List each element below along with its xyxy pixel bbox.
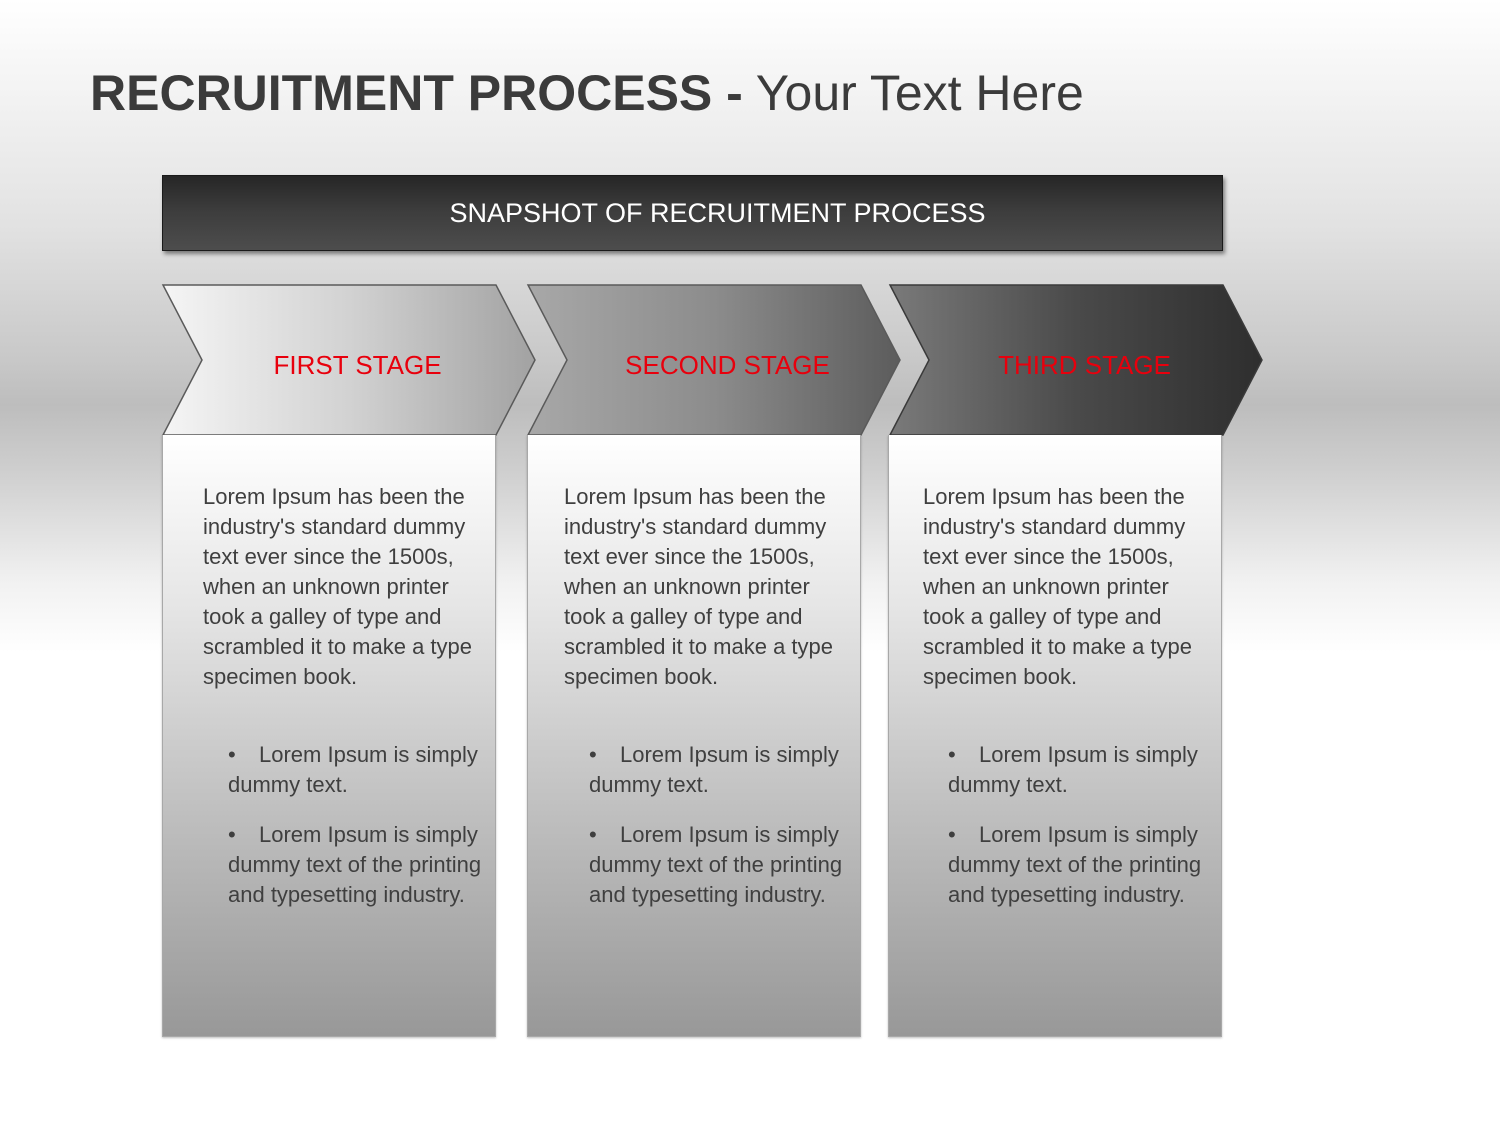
- bullet-list: •Lorem Ipsum is simply dummy text. •Lore…: [589, 740, 844, 930]
- bullet-dot-icon: •: [589, 742, 597, 767]
- bullet-item: •Lorem Ipsum is simply dummy text of the…: [589, 820, 844, 910]
- bullet-text: Lorem Ipsum is simply dummy text of the …: [228, 822, 482, 907]
- chevron-third-stage: [888, 284, 1263, 436]
- bullet-item: •Lorem Ipsum is simply dummy text of the…: [228, 820, 483, 910]
- bullet-item: •Lorem Ipsum is simply dummy text of the…: [948, 820, 1203, 910]
- stage-description: Lorem Ipsum has been the industry's stan…: [923, 484, 1193, 689]
- bullet-dot-icon: •: [589, 822, 597, 847]
- process-banner: SNAPSHOT OF RECRUITMENT PROCESS: [162, 175, 1223, 251]
- bullet-item: •Lorem Ipsum is simply dummy text.: [589, 740, 844, 800]
- stage-description: Lorem Ipsum has been the industry's stan…: [564, 484, 834, 689]
- stage-panel-first: Lorem Ipsum has been the industry's stan…: [162, 435, 496, 1037]
- banner-text: SNAPSHOT OF RECRUITMENT PROCESS: [449, 197, 986, 228]
- bullet-text: Lorem Ipsum is simply dummy text.: [948, 742, 1198, 797]
- bullet-list: •Lorem Ipsum is simply dummy text. •Lore…: [228, 740, 483, 930]
- bullet-list: •Lorem Ipsum is simply dummy text. •Lore…: [948, 740, 1203, 930]
- title-subtitle-part: Your Text Here: [742, 65, 1084, 121]
- page-title: RECRUITMENT PROCESS - Your Text Here: [90, 62, 1084, 124]
- stage-label-first: FIRST STAGE: [273, 349, 442, 380]
- bullet-dot-icon: •: [228, 742, 236, 767]
- title-bold-part: RECRUITMENT PROCESS -: [90, 65, 743, 121]
- bullet-dot-icon: •: [948, 822, 956, 847]
- bullet-dot-icon: •: [948, 742, 956, 767]
- bullet-text: Lorem Ipsum is simply dummy text.: [589, 742, 839, 797]
- bullet-text: Lorem Ipsum is simply dummy text of the …: [948, 822, 1202, 907]
- stage-description: Lorem Ipsum has been the industry's stan…: [203, 484, 473, 689]
- chevron-first-stage: [161, 284, 536, 436]
- bullet-item: •Lorem Ipsum is simply dummy text.: [228, 740, 483, 800]
- bullet-dot-icon: •: [228, 822, 236, 847]
- stage-label-third: THIRD STAGE: [998, 349, 1171, 380]
- bullet-item: •Lorem Ipsum is simply dummy text.: [948, 740, 1203, 800]
- bullet-text: Lorem Ipsum is simply dummy text.: [228, 742, 478, 797]
- chevron-second-stage: [526, 284, 901, 436]
- stage-panel-second: Lorem Ipsum has been the industry's stan…: [527, 435, 861, 1037]
- stage-label-second: SECOND STAGE: [625, 349, 830, 380]
- stage-panel-third: Lorem Ipsum has been the industry's stan…: [888, 435, 1222, 1037]
- bullet-text: Lorem Ipsum is simply dummy text of the …: [589, 822, 843, 907]
